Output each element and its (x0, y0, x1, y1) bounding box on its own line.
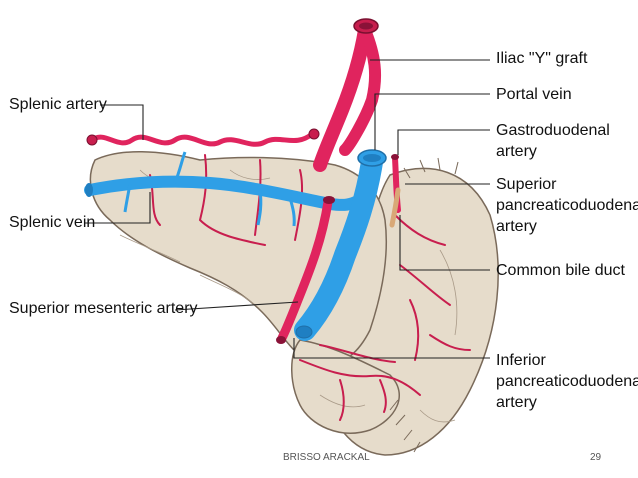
iliac-graft (313, 23, 372, 172)
label-gastroduodenal-line-2: artery (496, 143, 537, 160)
label-gastroduodenal-artery: Gastroduodenal artery (496, 120, 610, 162)
portal-vein (294, 151, 383, 341)
splenic-vein (84, 175, 366, 211)
label-superior-pd-line-1: Superior (496, 176, 557, 193)
label-gastroduodenal-line-1: Gastroduodenal (496, 122, 610, 139)
splenic-vein-branches (123, 151, 296, 227)
label-iliac-graft: Iliac "Y" graft (496, 50, 588, 67)
superior-mesenteric-artery (277, 197, 333, 343)
uncinate-tissue (291, 339, 400, 434)
label-splenic-vein: Splenic vein (9, 214, 96, 231)
label-superior-pd-line-2: pancreaticoduodenal (496, 197, 638, 214)
label-superior-mesenteric-artery: Superior mesenteric artery (9, 300, 198, 317)
label-inferior-pd-line-3: artery (496, 394, 537, 411)
label-portal-vein: Portal vein (496, 86, 572, 103)
leader-lines (84, 59, 490, 359)
label-superior-pd-line-3: artery (496, 218, 537, 235)
label-common-bile-duct: Common bile duct (496, 262, 625, 279)
duodenum-hatching (389, 157, 459, 453)
footer-author: BRISSO ARACKAL (283, 452, 370, 463)
splenic-artery (89, 131, 315, 147)
common-bile-duct (389, 187, 401, 228)
label-splenic-artery: Splenic artery (9, 96, 107, 113)
label-inferior-pancreaticoduodenal-artery: Inferior pancreaticoduodenal artery (496, 350, 638, 413)
label-inferior-pd-line-1: Inferior (496, 352, 546, 369)
label-inferior-pd-line-2: pancreaticoduodenal (496, 373, 638, 390)
label-superior-pancreaticoduodenal-artery: Superior pancreaticoduodenal artery (496, 174, 638, 237)
footer-page-number: 29 (590, 452, 602, 463)
